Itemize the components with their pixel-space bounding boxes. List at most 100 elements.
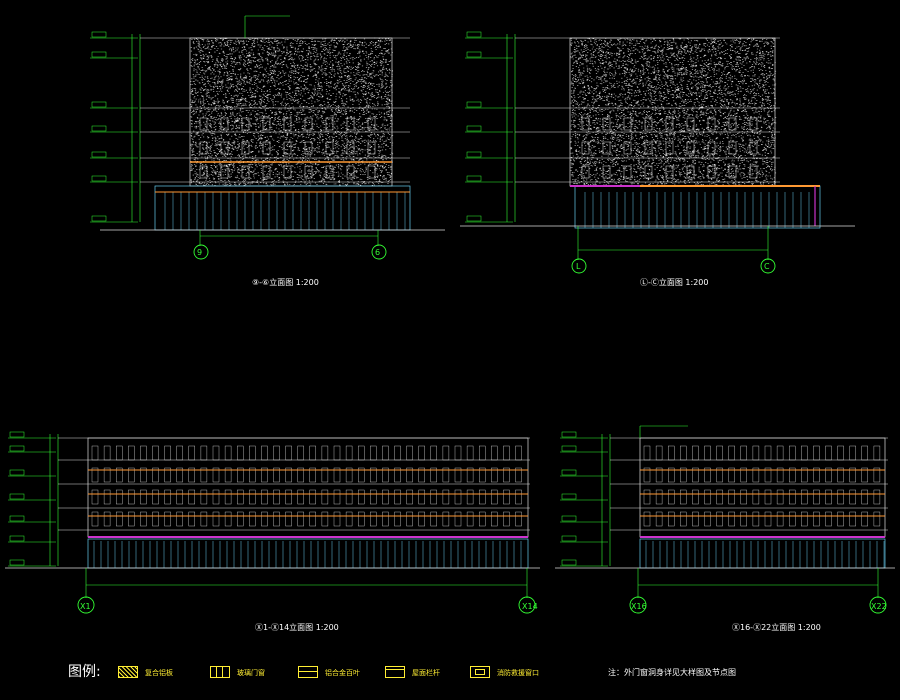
elev1-level-tag-5 — [91, 175, 107, 182]
elev4-window — [752, 467, 760, 483]
elev3-window — [200, 445, 208, 461]
elev3-window — [370, 511, 377, 527]
elev3-window — [345, 445, 353, 461]
elev1-window — [325, 141, 334, 155]
legend-swatch-railing — [385, 666, 405, 678]
elev2-window — [749, 165, 758, 179]
elev3-window — [503, 467, 510, 483]
elev3-window — [261, 489, 268, 505]
elev4-level-tag-1 — [561, 445, 577, 452]
elev1-window — [346, 165, 355, 179]
elev3-window — [406, 489, 413, 505]
elev4-window — [873, 445, 881, 461]
elev3-window — [285, 511, 292, 527]
elev3-window — [164, 511, 171, 527]
elev4-level-tag-5 — [561, 535, 577, 542]
elev3-window — [418, 445, 425, 461]
elev3-window — [345, 511, 353, 527]
elev4-window — [849, 489, 856, 505]
elev3-window — [466, 467, 474, 483]
elev4-window — [728, 489, 735, 505]
elev4-window — [740, 511, 747, 527]
elev3-window — [236, 467, 244, 483]
elev4-window — [704, 511, 711, 527]
elev3-window — [285, 489, 292, 505]
elev3-window — [382, 489, 389, 505]
elev3-window — [466, 445, 474, 461]
elev1-window — [199, 117, 208, 131]
elev4-window — [680, 511, 687, 527]
elev3-window — [285, 467, 292, 483]
elev3-window — [479, 467, 486, 483]
elev1-window — [304, 117, 313, 131]
elev3-axis-bubble-left — [77, 596, 95, 614]
elev2-window — [581, 117, 590, 131]
elev2-window — [686, 141, 695, 155]
elev3-window — [115, 489, 123, 505]
elev4-window — [643, 511, 651, 527]
elev3-window — [188, 467, 196, 483]
elev3-window — [394, 489, 401, 505]
elevation-title-1: ⑨-⑥立面图 1:200 — [252, 278, 319, 287]
elev3-window — [261, 467, 268, 483]
elev1-window — [199, 141, 208, 155]
elev3-window — [140, 467, 147, 483]
elev3-level-tag-0 — [9, 431, 25, 438]
elev3-window — [297, 467, 304, 483]
elev4-window — [825, 489, 832, 505]
elev4-window — [692, 445, 699, 461]
elev2-window — [665, 165, 674, 179]
elev1-window — [283, 165, 292, 179]
elev4-window — [776, 511, 784, 527]
elev2-window — [644, 141, 653, 155]
legend-label-composite-panel: 复合铝板 — [145, 669, 173, 677]
elev3-window — [370, 489, 377, 505]
elev3-window — [491, 467, 498, 483]
elev2-window — [665, 141, 674, 155]
elev3-window — [503, 511, 510, 527]
elev4-window — [680, 467, 687, 483]
elev3-window — [91, 445, 99, 461]
elev4-axis-bubble-right — [869, 596, 887, 614]
elev3-window — [249, 445, 256, 461]
legend-swatch-louver — [298, 666, 318, 678]
drawing-note: 注：外门窗洞身详见大样图及节点图 — [608, 668, 736, 677]
elev2-window — [644, 165, 653, 179]
elev3-window — [249, 467, 256, 483]
axis-label-X22: X22 — [871, 602, 887, 611]
elev3-upper-outline — [87, 437, 529, 538]
elev3-window — [345, 467, 353, 483]
elev3-window — [454, 445, 462, 461]
elev4-window — [801, 467, 808, 483]
elev3-window — [176, 511, 183, 527]
axis-label-9: 9 — [197, 248, 203, 257]
elev3-window — [358, 445, 365, 461]
elev1-window — [346, 141, 355, 155]
elev3-window — [479, 445, 486, 461]
elev1-podium — [154, 185, 411, 231]
elev4-window — [740, 489, 747, 505]
elev3-window — [394, 511, 401, 527]
elev3-window — [200, 511, 208, 527]
elev4-level-tag-3 — [561, 493, 577, 500]
elev3-window — [188, 445, 196, 461]
elev4-window — [776, 467, 784, 483]
elev3-window — [164, 489, 171, 505]
elev1-window — [283, 117, 292, 131]
elev1-level-tag-3 — [91, 125, 107, 132]
elev3-window — [309, 489, 316, 505]
elev3-window — [358, 489, 365, 505]
elev4-window — [680, 445, 687, 461]
elev3-window — [128, 467, 135, 483]
elev1-axis-bubble-right — [371, 244, 387, 260]
elev3-window — [224, 511, 232, 527]
elev3-window — [212, 467, 220, 483]
elev4-level-tag-0 — [561, 431, 577, 438]
elev3-window — [115, 467, 123, 483]
legend-label-louver: 铝合金百叶 — [325, 669, 360, 677]
elev4-window — [728, 445, 735, 461]
elev3-window — [128, 511, 135, 527]
elev3-window — [430, 489, 437, 505]
elev3-window — [115, 511, 123, 527]
